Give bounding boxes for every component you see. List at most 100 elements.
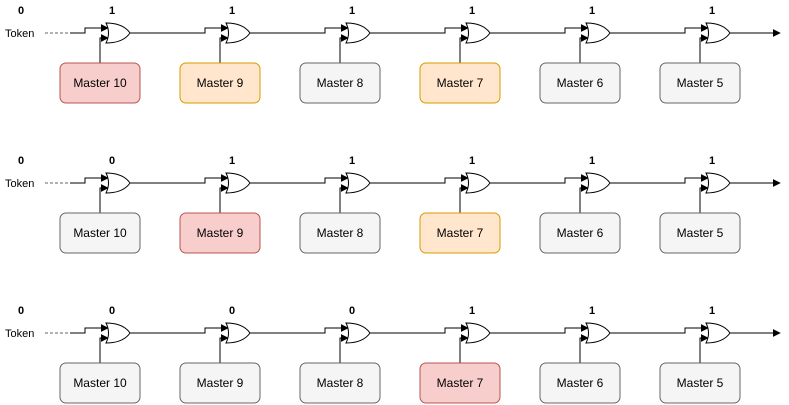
master-box [299,212,381,254]
master-label: Master 7 [437,376,484,390]
master-box [59,62,141,104]
master-box [419,362,501,404]
master-label: Master 5 [677,376,724,390]
master-box [419,212,501,254]
master-box [59,212,141,254]
token-label: Token [5,328,34,340]
master-request-wire [339,334,349,363]
master-label: Master 6 [557,376,604,390]
chain-wire [70,324,109,334]
gate-output-bit: 1 [589,305,595,317]
token-input-bit: 0 [18,155,24,167]
gate-output-bit: 0 [109,155,115,167]
chain-wire [130,174,229,184]
master-request-wire [579,184,589,213]
or-gate-icon [705,322,731,344]
chain-wire [130,24,229,34]
master-label: Master 6 [557,76,604,90]
master-request-wire [219,34,229,63]
chain-wire [610,174,709,184]
chain-wire [490,174,589,184]
master-request-wire [99,334,109,363]
master-label: Master 9 [197,376,244,390]
master-label: Master 9 [197,76,244,90]
gate-output-bit: 1 [229,5,235,17]
master-label: Master 5 [677,226,724,240]
master-box [539,362,621,404]
chain-wire [70,24,109,34]
chain-wire [370,174,469,184]
or-gate-icon [465,322,491,344]
master-request-wire [459,184,469,213]
gate-output-bit: 0 [349,305,355,317]
or-gate-icon [585,322,611,344]
chain-wire [610,324,709,334]
master-box [659,62,741,104]
master-box [659,362,741,404]
master-label: Master 8 [317,226,364,240]
master-label: Master 5 [677,76,724,90]
or-gate-icon [585,22,611,44]
master-request-wire [99,184,109,213]
chain-wire [490,24,589,34]
gate-output-bit: 1 [709,305,715,317]
or-gate-icon [465,22,491,44]
or-gate-icon [105,22,131,44]
chain-wire [610,24,709,34]
master-label: Master 10 [73,226,127,240]
chain-wire [250,324,349,334]
master-request-wire [219,184,229,213]
chain-wire [490,324,589,334]
master-request-wire [459,34,469,63]
chain-wire [250,24,349,34]
master-label: Master 7 [437,226,484,240]
or-gate-icon [705,172,731,194]
gate-output-bit: 1 [109,5,115,17]
or-gate-icon [225,22,251,44]
gate-output-bit: 1 [589,5,595,17]
chain-wire [370,24,469,34]
or-gate-icon [705,22,731,44]
or-gate-icon [105,172,131,194]
chain-wire [370,324,469,334]
token-input-bit: 0 [18,5,24,17]
token-input-bit: 0 [18,305,24,317]
master-box [59,362,141,404]
master-box [659,212,741,254]
chain-wire [250,174,349,184]
or-gate-icon [105,322,131,344]
gate-output-bit: 1 [229,155,235,167]
chain-wire [130,324,229,334]
chain-wire [70,174,109,184]
or-gate-icon [225,172,251,194]
token-label: Token [5,28,34,40]
master-box [179,362,261,404]
master-box [179,212,261,254]
master-request-wire [99,34,109,63]
master-request-wire [699,184,709,213]
or-gate-icon [345,22,371,44]
gate-output-bit: 1 [469,5,475,17]
master-label: Master 7 [437,76,484,90]
master-request-wire [579,34,589,63]
master-request-wire [219,334,229,363]
gate-output-bit: 1 [349,155,355,167]
gate-output-bit: 1 [709,5,715,17]
or-gate-icon [345,172,371,194]
master-label: Master 10 [73,376,127,390]
master-request-wire [459,334,469,363]
gate-output-bit: 0 [229,305,235,317]
master-label: Master 8 [317,376,364,390]
master-box [419,62,501,104]
or-gate-icon [465,172,491,194]
gate-output-bit: 1 [469,305,475,317]
master-request-wire [699,34,709,63]
master-box [299,362,381,404]
gate-output-bit: 1 [709,155,715,167]
master-label: Master 8 [317,76,364,90]
master-box [539,62,621,104]
